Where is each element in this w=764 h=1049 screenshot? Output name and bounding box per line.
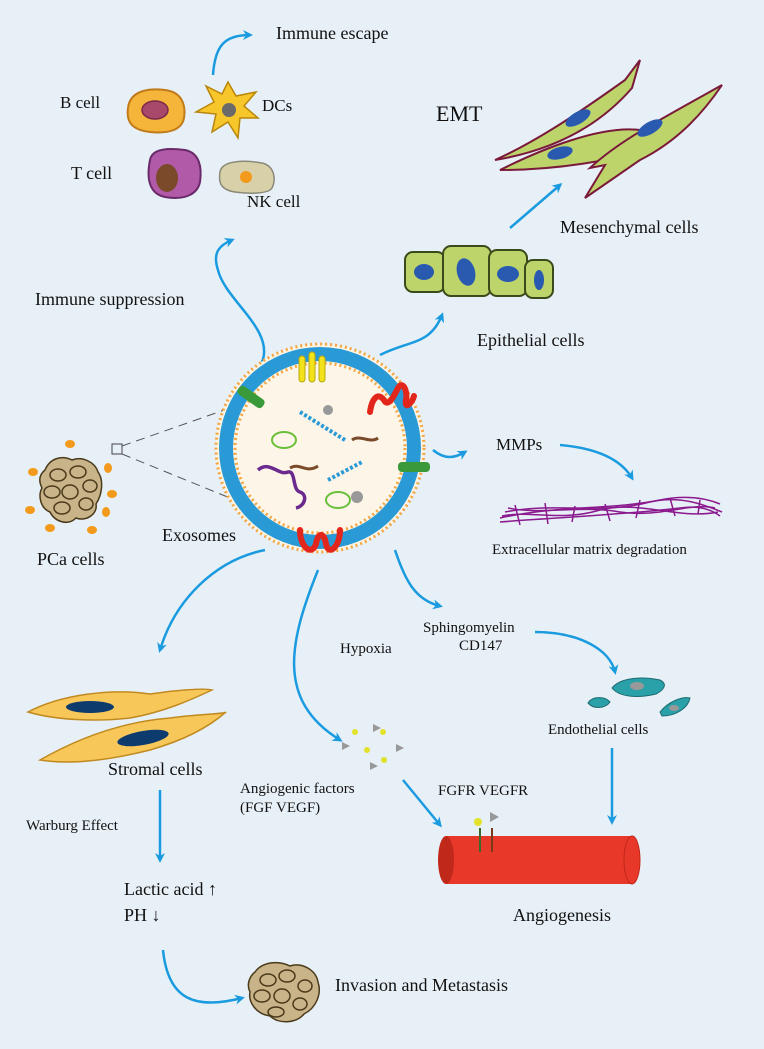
lactic-acid-label: Lactic acid ↑ — [124, 879, 217, 899]
nk-cell-icon — [218, 160, 275, 194]
mesenchymal-cells-icon — [494, 59, 723, 199]
arrow-factors-to-vessel — [402, 779, 442, 828]
arrow-to-stromal — [157, 548, 266, 653]
mmps-label: MMPs — [496, 435, 543, 454]
dendritic-cell-icon — [193, 80, 261, 141]
epithelial-cells-label: Epithelial cells — [477, 330, 585, 350]
hypoxia-label: Hypoxia — [340, 641, 392, 657]
arrow-immune-suppression — [214, 238, 266, 363]
immune-suppression-label: Immune suppression — [35, 289, 185, 309]
b-cell-icon — [126, 88, 186, 134]
cd147-label: CD147 — [459, 638, 503, 654]
red-receptor-right-icon — [367, 382, 417, 415]
angiogenesis-label: Angiogenesis — [513, 905, 611, 925]
exosome-cargo — [256, 405, 379, 510]
dcs-label: DCs — [262, 96, 293, 115]
green-receptor-left-icon — [237, 385, 265, 409]
endothelial-cells-label: Endothelial cells — [548, 722, 649, 738]
angiogenic-factors-label-2: (FGF VEGF) — [240, 800, 321, 816]
green-receptor-right-icon — [398, 462, 430, 472]
mesenchymal-cells-label: Mesenchymal cells — [560, 217, 699, 237]
t-cell-icon — [147, 148, 202, 199]
fgfr-vegfr-label: FGFR VEGFR — [438, 783, 529, 799]
nk-cell-label: NK cell — [247, 192, 301, 211]
zoom-lines — [121, 407, 231, 499]
red-receptor-bottom-icon — [297, 527, 343, 553]
exosomes-label: Exosomes — [162, 525, 236, 545]
angiogenic-factors-icon — [342, 724, 404, 770]
arrow-ph-to-invasion — [161, 949, 245, 1005]
arrow-to-immune-escape — [211, 30, 253, 76]
b-cell-label: B cell — [60, 93, 101, 112]
immune-escape-label: Immune escape — [276, 23, 389, 43]
endothelial-cells-icon — [587, 677, 691, 717]
exosome-icon — [214, 342, 430, 554]
emt-label: EMT — [436, 101, 483, 126]
arrow-to-sphingomyelin — [393, 549, 443, 610]
arrow-to-epithelial — [379, 312, 445, 357]
arrow-mmps-to-ecm — [559, 443, 634, 481]
arrow-hypoxia — [292, 569, 343, 742]
epithelial-cells-icon — [404, 245, 554, 299]
angiogenic-factors-label-1: Angiogenic factors — [240, 781, 355, 797]
arrow-sphingo-to-endothelial — [534, 630, 619, 675]
ecm-degradation-label: Extracellular matrix degradation — [492, 542, 687, 558]
arrow-to-mesenchymal — [509, 183, 563, 229]
stromal-cells-label: Stromal cells — [108, 759, 203, 779]
sphingomyelin-label: Sphingomyelin — [423, 620, 515, 636]
invasion-cells-icon — [247, 961, 320, 1023]
stromal-cells-icon — [26, 688, 227, 763]
blood-vessel-icon — [438, 812, 641, 885]
warburg-effect-label: Warburg Effect — [26, 818, 118, 834]
pca-cells-icon — [25, 440, 123, 534]
pca-cells-label: PCa cells — [37, 549, 105, 569]
arrow-to-mmps — [432, 449, 468, 460]
ph-label: PH ↓ — [124, 905, 161, 925]
arrows — [155, 30, 634, 1005]
yellow-receptor-icon — [298, 351, 326, 383]
ecm-fibers-icon — [499, 496, 723, 526]
invasion-metastasis-label: Invasion and Metastasis — [335, 975, 508, 995]
t-cell-label: T cell — [71, 163, 113, 183]
